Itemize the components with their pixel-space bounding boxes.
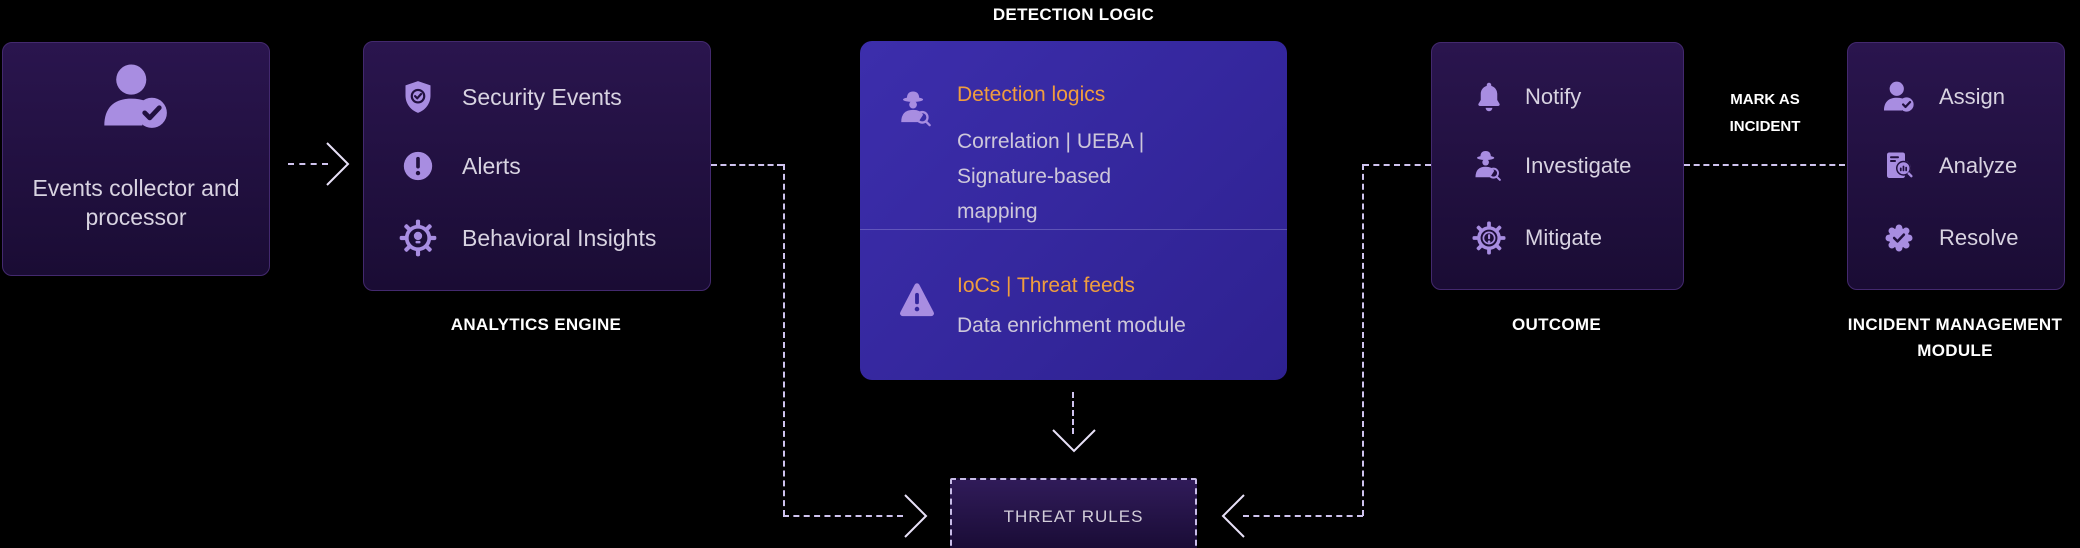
connector-analytics-down-1 [711, 164, 783, 166]
list-item: Behavioral Insights [398, 216, 656, 260]
gear-bulb-icon [399, 219, 437, 257]
item-label: Assign [1939, 84, 2006, 109]
item-label: Resolve [1939, 225, 2019, 250]
connector-analytics-down-2 [783, 164, 785, 516]
gear-alert-icon [1472, 221, 1506, 255]
badge-check-icon [1885, 224, 1913, 252]
item-label: Investigate [1525, 153, 1632, 178]
list-item: Mitigate [1471, 216, 1602, 260]
connector-analytics-down-3 [783, 515, 903, 517]
list-item: Investigate [1471, 144, 1631, 188]
threat-rules-label: THREAT RULES [1003, 507, 1144, 526]
warning-triangle-icon [900, 283, 934, 317]
connector-detection-down [1072, 392, 1074, 434]
item-label: Behavioral Insights [462, 224, 657, 251]
connector-outcome-down-1 [1363, 164, 1431, 166]
user-check-icon [1884, 81, 1914, 112]
arrowhead-right-icon [904, 494, 928, 538]
detection-section-body: Data enrichment module [957, 314, 1186, 337]
node-events-collector-label: Events collector and processor [32, 175, 240, 230]
node-threat-rules: THREAT RULES [950, 478, 1197, 548]
list-item: Security Events [398, 75, 622, 119]
arrowhead-left-icon [1221, 494, 1245, 538]
item-label: Mitigate [1525, 225, 1603, 250]
mark-as-incident-label: MARK AS INCIDENT [1729, 91, 1801, 135]
node-detection-logic: Detection logics Correlation | UEBA | Si… [860, 41, 1287, 380]
doc-search-icon [1887, 152, 1913, 178]
shield-check-icon [405, 81, 431, 113]
node-detection-caption: DETECTION LOGIC [992, 5, 1155, 24]
connector-outcome-incident [1684, 164, 1845, 166]
item-label: Security Events [462, 83, 622, 110]
list-item: Notify [1471, 75, 1581, 119]
node-outcome-caption: OUTCOME [1512, 315, 1601, 334]
detective-icon [901, 91, 931, 127]
list-item: Assign [1881, 75, 2005, 119]
arrowhead-down-icon [1052, 429, 1096, 453]
item-label: Notify [1525, 84, 1582, 109]
detective-icon [1475, 151, 1501, 181]
node-outcome: Notify Investigate [1431, 42, 1684, 290]
node-analytics-caption: ANALYTICS ENGINE [450, 315, 622, 334]
alert-circle-icon [403, 151, 433, 181]
list-item: Analyze [1881, 144, 2017, 188]
detection-section-body: Correlation | UEBA | Signature-based map… [957, 130, 1145, 223]
user-check-icon [104, 64, 167, 128]
node-analytics-engine: Security Events Alerts [363, 41, 711, 291]
arrowhead-right-icon [326, 142, 350, 186]
detection-section-heading: Detection logics [957, 83, 1106, 106]
connector-collector-analytics [288, 163, 328, 165]
node-incident-caption: INCIDENT MANAGEMENT MODULE [1847, 315, 2063, 360]
connector-outcome-down-2 [1362, 164, 1364, 516]
list-item: Alerts [398, 144, 521, 188]
detection-section-heading: IoCs | Threat feeds [957, 274, 1135, 297]
list-item: Resolve [1881, 216, 2018, 260]
item-label: Alerts [462, 152, 521, 179]
node-incident-management: Assign Analyze [1847, 42, 2065, 290]
item-label: Analyze [1939, 153, 2018, 178]
bell-icon [1478, 82, 1500, 112]
divider [860, 229, 1287, 230]
node-events-collector: Events collector and processor [2, 42, 270, 276]
connector-outcome-down-3 [1243, 515, 1363, 517]
